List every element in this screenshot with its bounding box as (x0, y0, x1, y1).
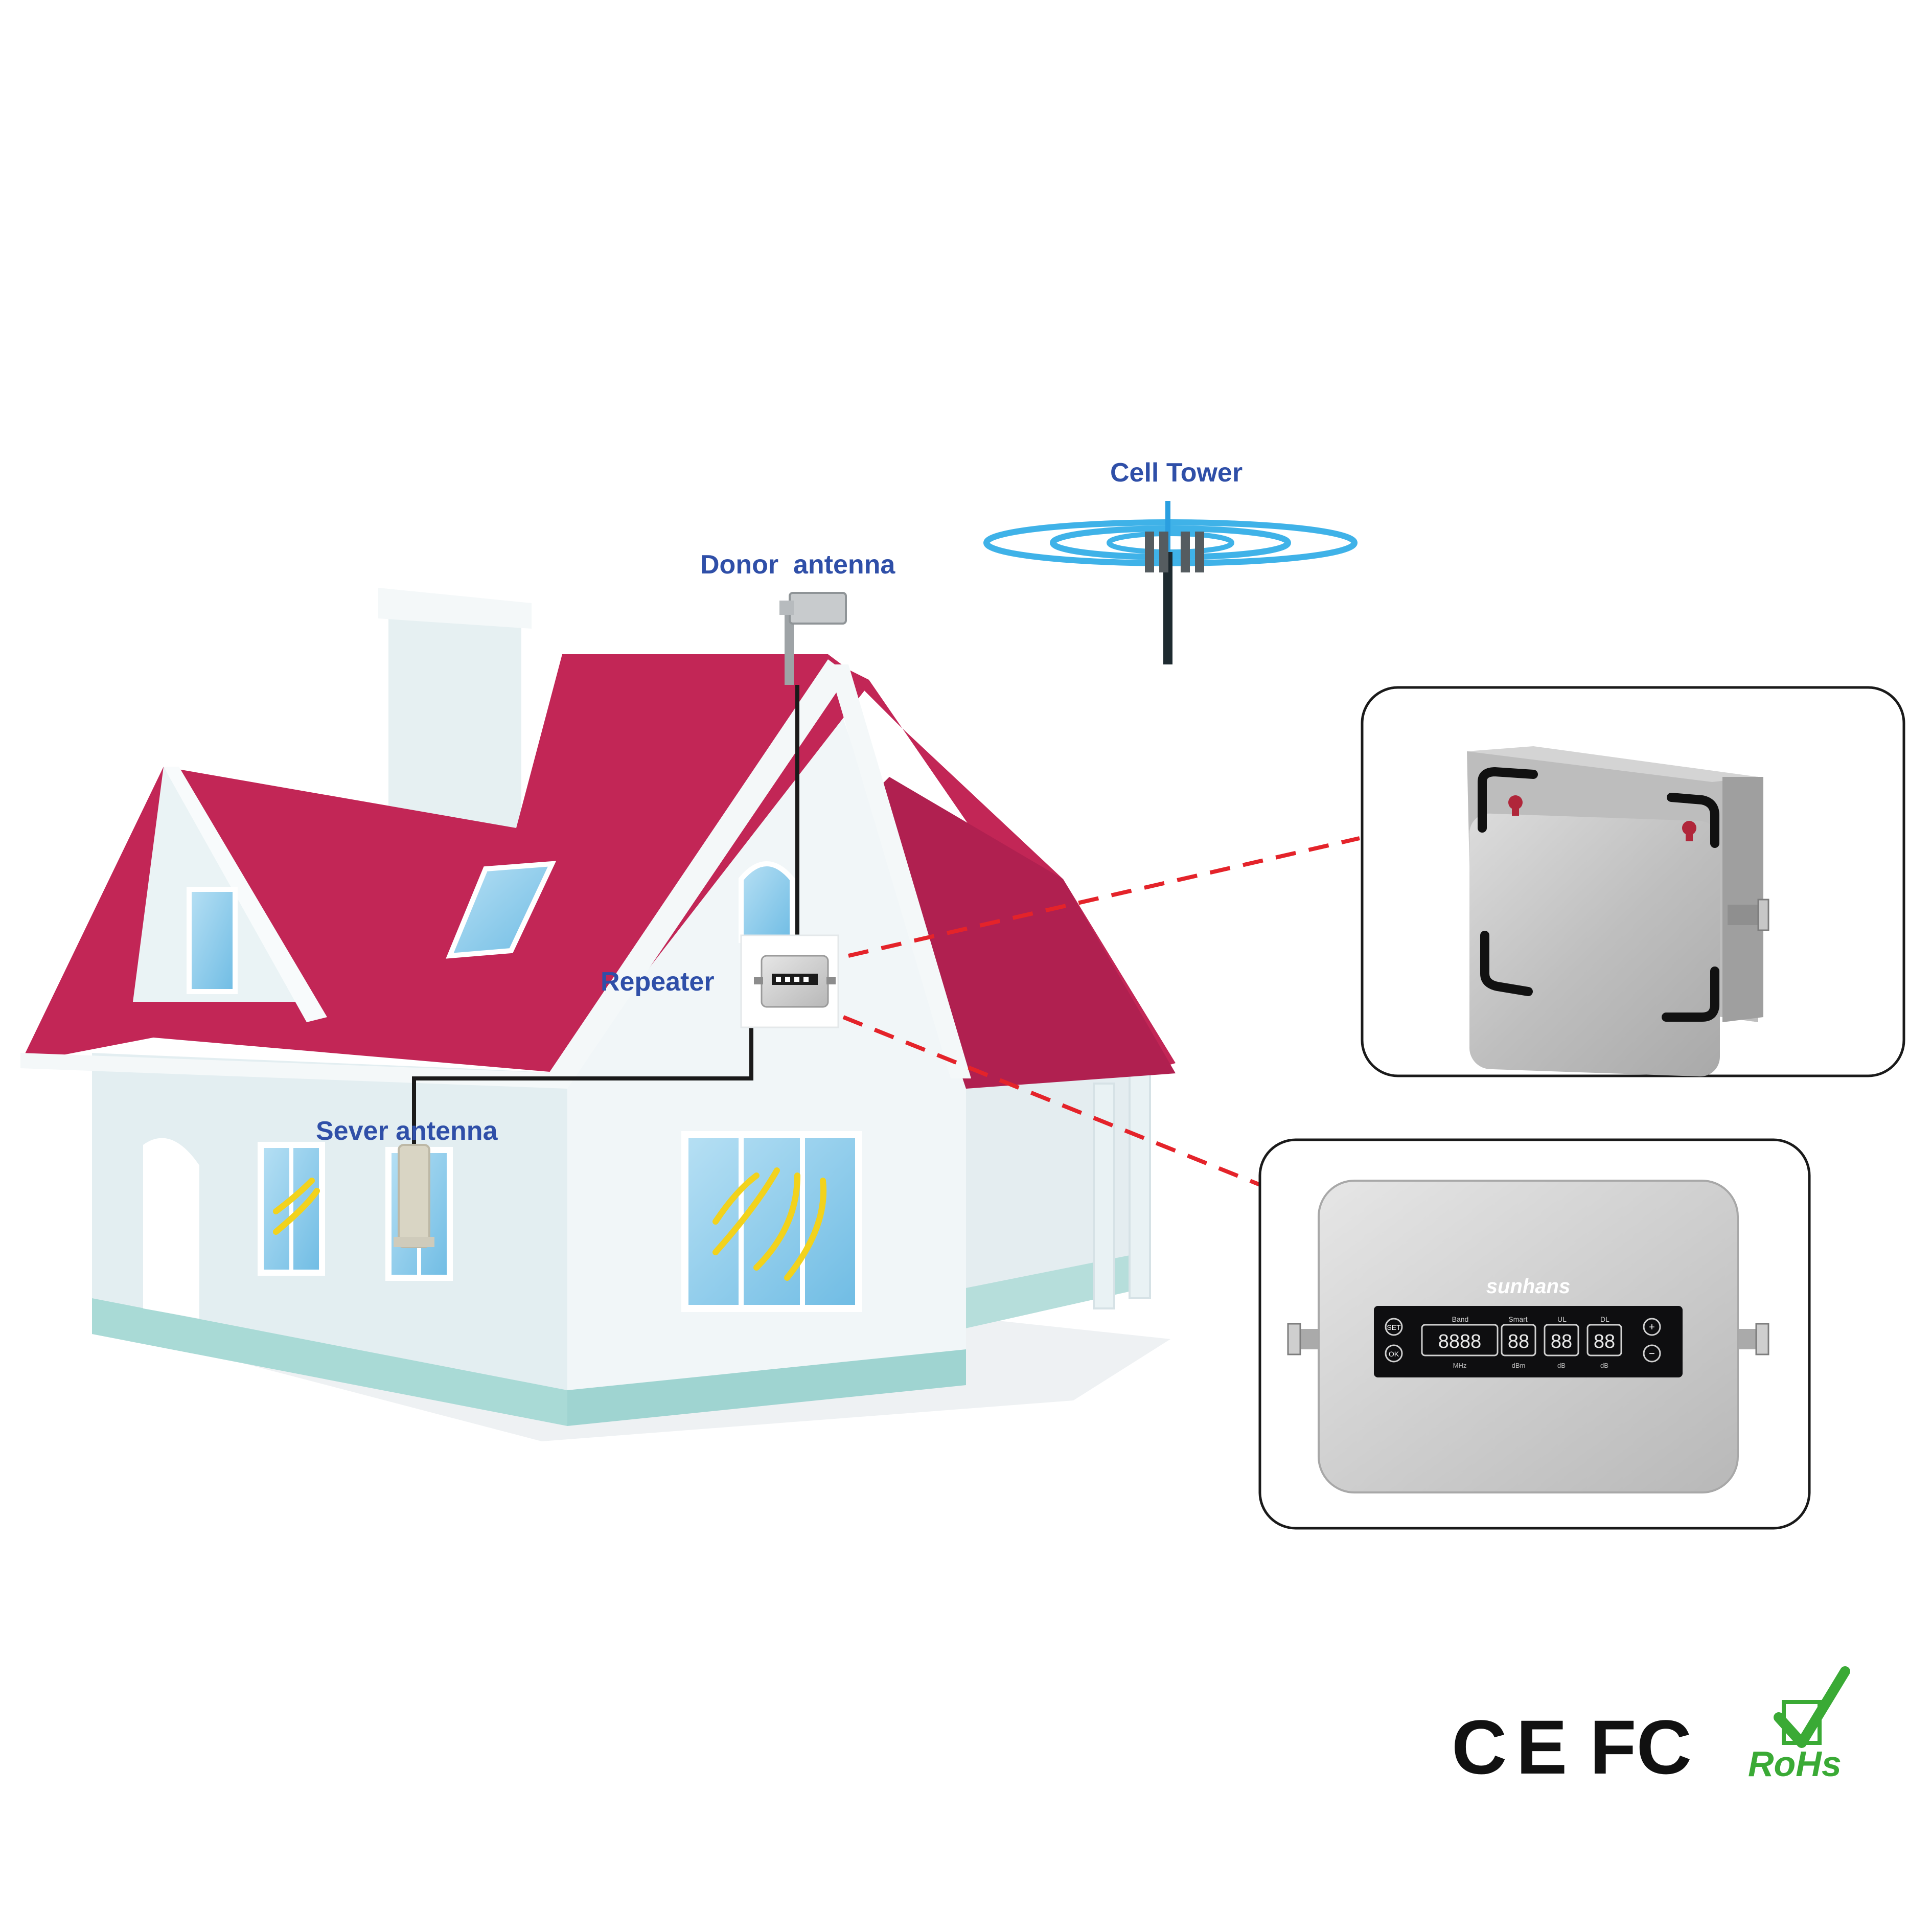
display-header-smart: Smart (1508, 1315, 1527, 1323)
house (20, 588, 1176, 1426)
server-antenna-icon (394, 1145, 434, 1247)
plus-button-label: + (1649, 1322, 1655, 1333)
display-header-dl: DL (1600, 1315, 1609, 1323)
chimney (388, 598, 521, 838)
rohs-mark: RoHs (1748, 1671, 1845, 1784)
ce-mark: CE (1452, 1704, 1576, 1790)
label-repeater: Repeater (601, 967, 715, 997)
display-digits-smart: 88 (1508, 1331, 1529, 1352)
cell-tower-icon (986, 501, 1354, 664)
display-header-ul: UL (1557, 1315, 1567, 1323)
window-front (685, 1135, 859, 1308)
label-cell-tower: Cell Tower (1110, 458, 1243, 488)
dormer-window (189, 889, 235, 992)
porch-post-far (1130, 1073, 1150, 1298)
label-donor-antenna: Donor antenna (700, 550, 895, 580)
porch-arch (143, 1138, 199, 1319)
attic-window (741, 864, 792, 940)
repeater-back-panel (1362, 687, 1904, 1077)
repeater-front-panel: sunhans SET OK Band Smart UL DL 8888 88 … (1260, 1140, 1809, 1528)
display-digits-band: 8888 (1438, 1331, 1482, 1352)
display-unit-band: MHz (1453, 1362, 1467, 1369)
label-sever-antenna: Sever antenna (316, 1116, 498, 1146)
display-unit-dl: dB (1600, 1362, 1608, 1369)
certification-marks: CE FC RoHs (1452, 1671, 1845, 1790)
set-button-label: SET (1387, 1323, 1401, 1331)
brand-logo: sunhans (1486, 1275, 1570, 1298)
rohs-text: RoHs (1748, 1744, 1842, 1784)
minus-button-label: − (1649, 1348, 1655, 1360)
check-mark-icon (1779, 1671, 1845, 1743)
display-digits-dl: 88 (1594, 1331, 1615, 1352)
display-unit-ul: dB (1557, 1362, 1566, 1369)
display-digits-ul: 88 (1551, 1331, 1572, 1352)
repeater-small (741, 935, 838, 1027)
fcc-mark: FC (1590, 1704, 1692, 1790)
ok-button-label: OK (1389, 1350, 1399, 1358)
display-header-band: Band (1452, 1315, 1469, 1323)
display-unit-smart: dBm (1512, 1362, 1526, 1369)
